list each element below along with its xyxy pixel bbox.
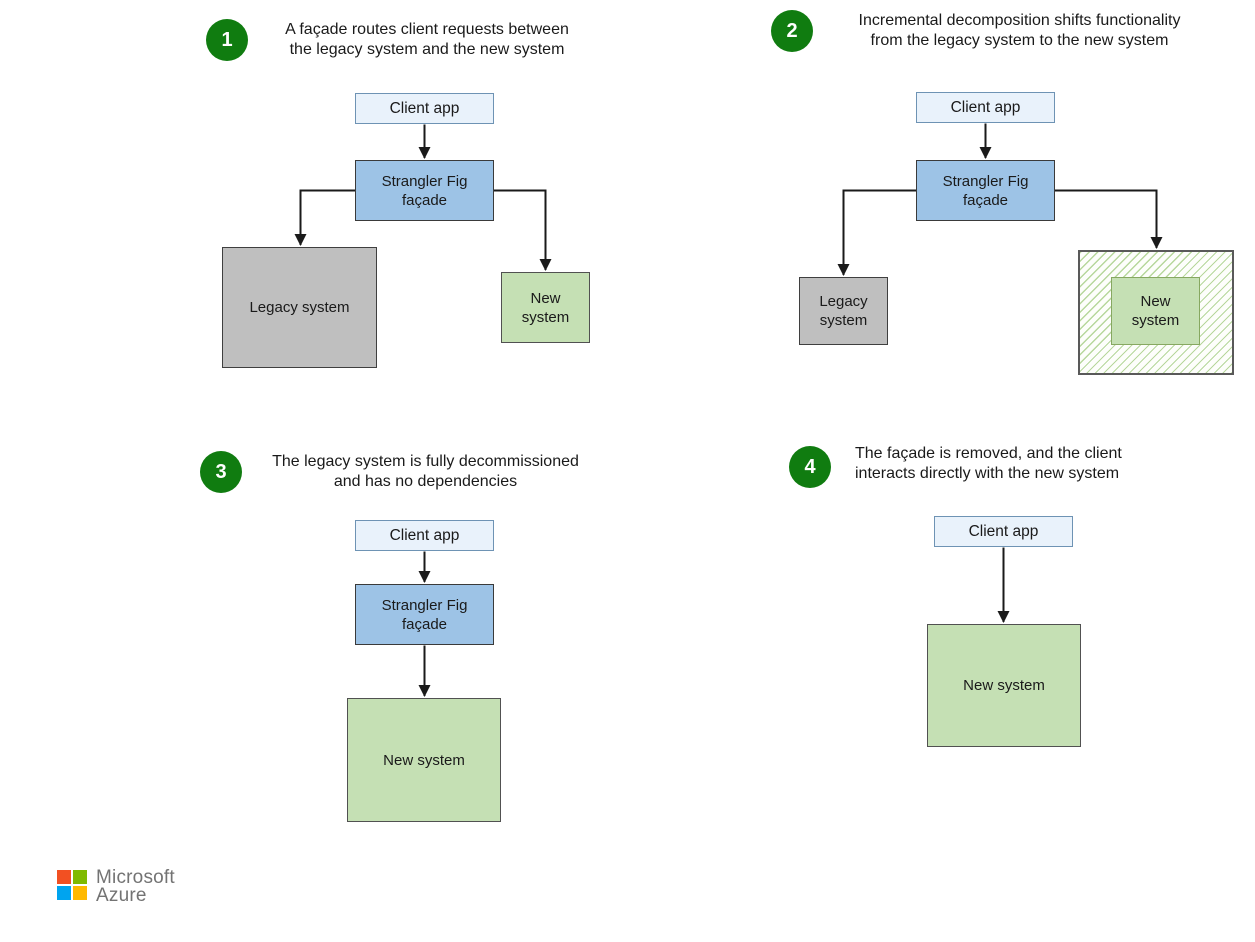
caption-line: the legacy system and the new system <box>289 40 565 58</box>
step-3-new-system-label: New system <box>383 751 465 769</box>
arrow-step1-facade-to-legacy <box>294 189 356 246</box>
step-2-legacy-system-label: Legacy system <box>819 293 868 329</box>
step-3-badge: 3 <box>200 451 242 493</box>
step-3-client-app-box: Client app <box>355 520 494 551</box>
step-2-badge: 2 <box>771 10 813 52</box>
step-2-client-app-label: Client app <box>950 99 1021 116</box>
ms-logo-square-yellow <box>73 886 87 900</box>
caption-line: The façade is removed, and the client <box>855 445 1122 462</box>
step-4-new-system-label: New system <box>963 677 1045 694</box>
step-4-client-app-label: Client app <box>968 523 1039 540</box>
step-2-facade-label: Strangler Fig façade <box>942 172 1029 209</box>
step-2-new-system-label: New system <box>1131 293 1180 329</box>
step-1-legacy-system-label: Legacy system <box>249 299 350 316</box>
ms-logo-square-red <box>57 870 71 884</box>
arrow-step2-facade-to-legacy <box>837 189 917 276</box>
caption-line: from the legacy system to the new system <box>870 31 1169 49</box>
step-2-client-app-box: Client app <box>916 92 1055 123</box>
step-3-caption: The legacy system is fully decommissione… <box>235 452 616 491</box>
step-4-client-app-box: Client app <box>934 516 1073 547</box>
step-1-new-system-box: New system <box>501 272 590 343</box>
caption-line: and has no dependencies <box>333 472 518 490</box>
step-1-new-system-label: New system <box>521 289 570 326</box>
step-4-new-system-box: New system <box>927 624 1081 747</box>
step-1-legacy-system-box: Legacy system <box>222 247 377 368</box>
step-2-strangler-fig-facade-box: Strangler Fig façade <box>916 160 1055 221</box>
step-3-strangler-fig-facade-box: Strangler Fig façade <box>355 584 494 645</box>
step-1-client-app-box: Client app <box>355 93 494 124</box>
step-3-client-app-label: Client app <box>389 527 460 544</box>
step-4-caption: The façade is removed, and the client in… <box>855 444 1165 483</box>
brand-name-azure: Azure <box>96 885 147 906</box>
arrow-step1-facade-to-new <box>493 189 552 271</box>
caption-line: The legacy system is fully decommissione… <box>272 453 579 470</box>
step-3-new-system-box: New system <box>347 698 501 822</box>
step-2-caption: Incremental decomposition shifts functio… <box>829 11 1210 50</box>
step-1-strangler-fig-facade-box: Strangler Fig façade <box>355 160 494 221</box>
step-2-legacy-system-box: Legacy system <box>799 277 888 345</box>
ms-logo-square-green <box>73 870 87 884</box>
step-3-facade-label: Strangler Fig façade <box>381 596 468 633</box>
ms-logo-square-blue <box>57 886 71 900</box>
step-2-new-system-box: New system <box>1111 277 1200 345</box>
step-1-badge: 1 <box>206 19 248 61</box>
step-1-client-app-label: Client app <box>389 100 460 117</box>
arrow-step2-facade-to-new <box>1054 189 1163 249</box>
step-1-facade-label: Strangler Fig façade <box>381 172 468 209</box>
brand-name-microsoft: Microsoft <box>96 867 175 888</box>
caption-line: Incremental decomposition shifts functio… <box>858 12 1181 29</box>
step-4-badge: 4 <box>789 446 831 488</box>
caption-line: interacts directly with the new system <box>855 464 1120 482</box>
step-1-caption: A façade routes client requests between … <box>237 20 617 59</box>
microsoft-azure-logo: Microsoft Azure <box>57 867 175 906</box>
microsoft-logo-icon <box>57 870 87 900</box>
caption-line: A façade routes client requests between <box>285 21 569 38</box>
